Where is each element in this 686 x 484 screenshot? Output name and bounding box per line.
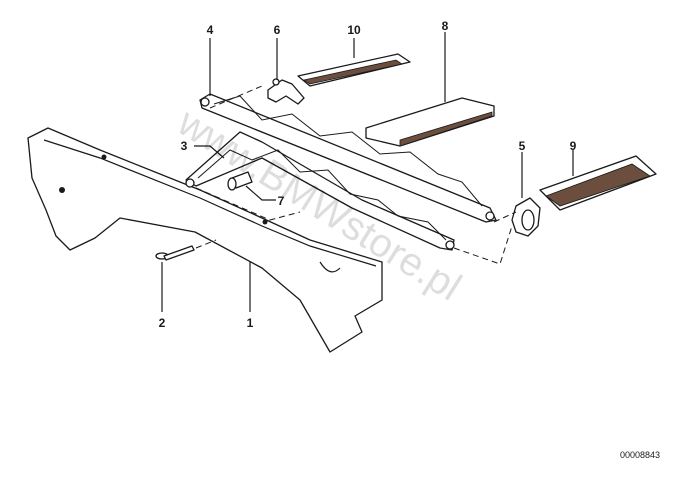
- clip: [511, 197, 541, 237]
- callout-9: 9: [570, 139, 577, 153]
- bolt-pin: [227, 171, 253, 191]
- long-pad: [539, 155, 657, 211]
- callout-4: 4: [207, 23, 214, 37]
- callout-8: 8: [442, 19, 449, 33]
- leader-lines: [161, 32, 574, 312]
- small-pad: [297, 53, 411, 87]
- medium-pad: [365, 97, 495, 147]
- callout-5: 5: [519, 139, 526, 153]
- lower-lattice-arm: [185, 131, 455, 251]
- screw: [155, 245, 195, 261]
- callout-1: 1: [247, 316, 254, 330]
- side-trim-panel: [27, 127, 383, 353]
- hinge-bracket: [267, 78, 305, 105]
- callout-7: 7: [278, 194, 285, 208]
- callout-6: 6: [274, 23, 281, 37]
- callout-2: 2: [159, 316, 166, 330]
- callout-3: 3: [181, 139, 188, 153]
- callout-10: 10: [347, 23, 361, 37]
- reference-number: 00008843: [620, 450, 660, 460]
